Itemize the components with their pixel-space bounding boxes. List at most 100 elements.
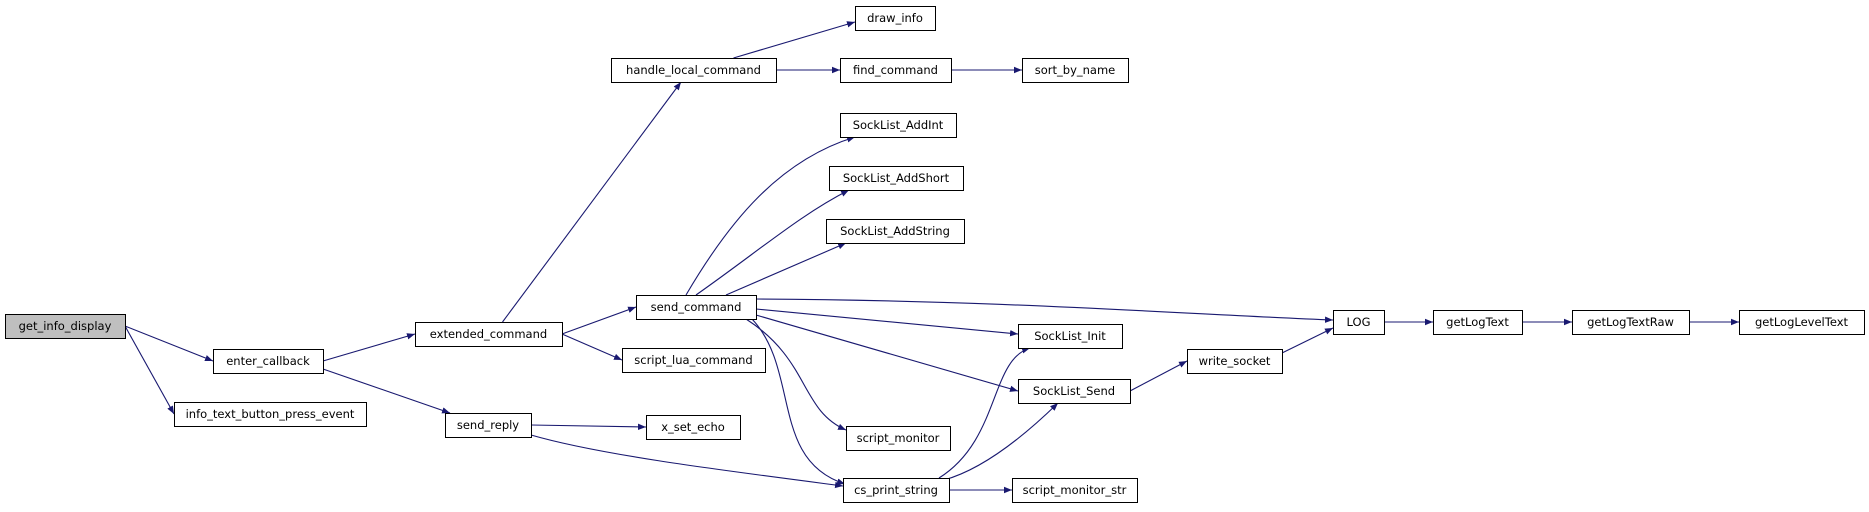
node-label: SockList_AddShort — [843, 171, 950, 185]
node-find_command[interactable]: find_command — [840, 58, 952, 83]
node-box[interactable] — [415, 322, 563, 347]
edge-handle_local_command-to-draw_info — [733, 21, 856, 59]
edge-enter_callback-to-extended_command — [322, 333, 416, 362]
node-LOG[interactable]: LOG — [1333, 310, 1385, 335]
node-box[interactable] — [840, 58, 952, 83]
node-sort_by_name[interactable]: sort_by_name — [1022, 58, 1129, 83]
node-box[interactable] — [636, 295, 757, 320]
node-box[interactable] — [829, 166, 964, 191]
edge-get_info_display-to-info_text_button_press_event — [124, 325, 175, 415]
node-draw_info[interactable]: draw_info — [855, 6, 936, 31]
node-box[interactable] — [213, 349, 324, 374]
edge-send_command-to-script_monitor — [745, 318, 847, 431]
node-box[interactable] — [840, 113, 957, 138]
node-label: SockList_AddInt — [853, 118, 944, 132]
node-script_monitor[interactable]: script_monitor — [846, 426, 951, 451]
node-enter_callback[interactable]: enter_callback — [213, 349, 324, 374]
node-label: info_text_button_press_event — [186, 407, 355, 421]
node-box[interactable] — [5, 314, 126, 339]
node-label: getLogLevelText — [1755, 315, 1849, 329]
node-box[interactable] — [1018, 324, 1123, 349]
edge-send_command-to-SockList_AddShort — [695, 189, 850, 296]
node-x_set_echo[interactable]: x_set_echo — [646, 415, 741, 440]
edge-send_reply-to-cs_print_string — [530, 434, 844, 489]
node-script_monitor_str[interactable]: script_monitor_str — [1012, 478, 1138, 503]
node-SockList_AddInt[interactable]: SockList_AddInt — [840, 113, 957, 138]
node-box[interactable] — [1022, 58, 1129, 83]
node-label: getLogTextRaw — [1587, 315, 1674, 329]
node-info_text_button_press_event[interactable]: info_text_button_press_event — [174, 402, 367, 427]
edge-send_command-to-SockList_AddInt — [685, 136, 856, 296]
node-send_command[interactable]: send_command — [636, 295, 757, 320]
edge-send_command-to-SockList_Init — [755, 308, 1019, 337]
node-box[interactable] — [611, 58, 777, 83]
node-box[interactable] — [1187, 349, 1283, 374]
edge-extended_command-to-script_lua_command — [561, 333, 623, 361]
node-label: getLogText — [1446, 315, 1509, 329]
node-label: SockList_AddString — [840, 224, 950, 238]
node-handle_local_command[interactable]: handle_local_command — [611, 58, 777, 83]
node-box[interactable] — [846, 426, 951, 451]
edge-SockList_Send-to-write_socket — [1129, 360, 1188, 392]
node-label: cs_print_string — [854, 483, 938, 497]
edge-cs_print_string-to-SockList_Send — [943, 402, 1059, 481]
node-label: draw_info — [867, 11, 923, 25]
node-label: script_monitor — [857, 431, 940, 445]
node-SockList_AddShort[interactable]: SockList_AddShort — [829, 166, 964, 191]
edge-send_reply-to-x_set_echo — [530, 423, 647, 431]
node-label: sort_by_name — [1035, 63, 1115, 77]
edge-extended_command-to-send_command — [561, 306, 637, 335]
node-label: SockList_Send — [1033, 384, 1115, 398]
edge-cs_print_string-to-SockList_Init — [938, 347, 1031, 479]
edge-send_command-to-SockList_Send — [755, 314, 1019, 392]
edge-get_info_display-to-enter_callback — [124, 325, 214, 362]
node-SockList_Send[interactable]: SockList_Send — [1018, 379, 1131, 404]
node-SockList_AddString[interactable]: SockList_AddString — [826, 219, 965, 244]
node-box[interactable] — [174, 402, 367, 427]
node-box[interactable] — [826, 219, 965, 244]
node-get_info_display[interactable]: get_info_display — [5, 314, 126, 339]
node-SockList_Init[interactable]: SockList_Init — [1018, 324, 1123, 349]
node-write_socket[interactable]: write_socket — [1187, 349, 1283, 374]
node-box[interactable] — [1018, 379, 1131, 404]
node-box[interactable] — [855, 6, 936, 31]
node-label: enter_callback — [226, 354, 310, 368]
node-box[interactable] — [1433, 310, 1523, 335]
edge-send_command-to-LOG — [755, 298, 1334, 323]
node-box[interactable] — [1012, 478, 1138, 503]
nodes-layer: get_info_display enter_callback info_text_… — [5, 6, 1865, 503]
edge-enter_callback-to-send_reply — [322, 368, 451, 414]
node-label: extended_command — [430, 327, 547, 341]
node-label: SockList_Init — [1034, 329, 1106, 343]
node-box[interactable] — [622, 348, 766, 373]
node-box[interactable] — [843, 478, 950, 503]
node-label: send_reply — [457, 418, 519, 432]
node-label: LOG — [1347, 315, 1371, 329]
node-getLogTextRaw[interactable]: getLogTextRaw — [1572, 310, 1690, 335]
node-box[interactable] — [646, 415, 741, 440]
node-script_lua_command[interactable]: script_lua_command — [622, 348, 766, 373]
node-label: script_lua_command — [634, 353, 752, 367]
node-send_reply[interactable]: send_reply — [445, 413, 532, 438]
node-label: get_info_display — [19, 319, 112, 333]
node-getLogLevelText[interactable]: getLogLevelText — [1739, 310, 1865, 335]
edge-extended_command-to-handle_local_command — [502, 81, 682, 323]
node-extended_command[interactable]: extended_command — [415, 322, 563, 347]
node-label: handle_local_command — [626, 63, 761, 77]
node-box[interactable] — [1333, 310, 1385, 335]
node-cs_print_string[interactable]: cs_print_string — [843, 478, 950, 503]
edge-send_command-to-cs_print_string — [751, 318, 846, 485]
node-label: send_command — [651, 300, 742, 314]
node-box[interactable] — [445, 413, 532, 438]
edges-layer — [124, 21, 1739, 494]
node-getLogText[interactable]: getLogText — [1433, 310, 1523, 335]
node-label: write_socket — [1199, 354, 1271, 368]
edge-write_socket-to-LOG — [1281, 327, 1334, 354]
node-label: script_monitor_str — [1023, 483, 1127, 497]
node-label: find_command — [853, 63, 938, 77]
node-box[interactable] — [1572, 310, 1690, 335]
edge-send_command-to-SockList_AddString — [725, 242, 847, 296]
node-label: x_set_echo — [661, 420, 725, 434]
node-box[interactable] — [1739, 310, 1865, 335]
